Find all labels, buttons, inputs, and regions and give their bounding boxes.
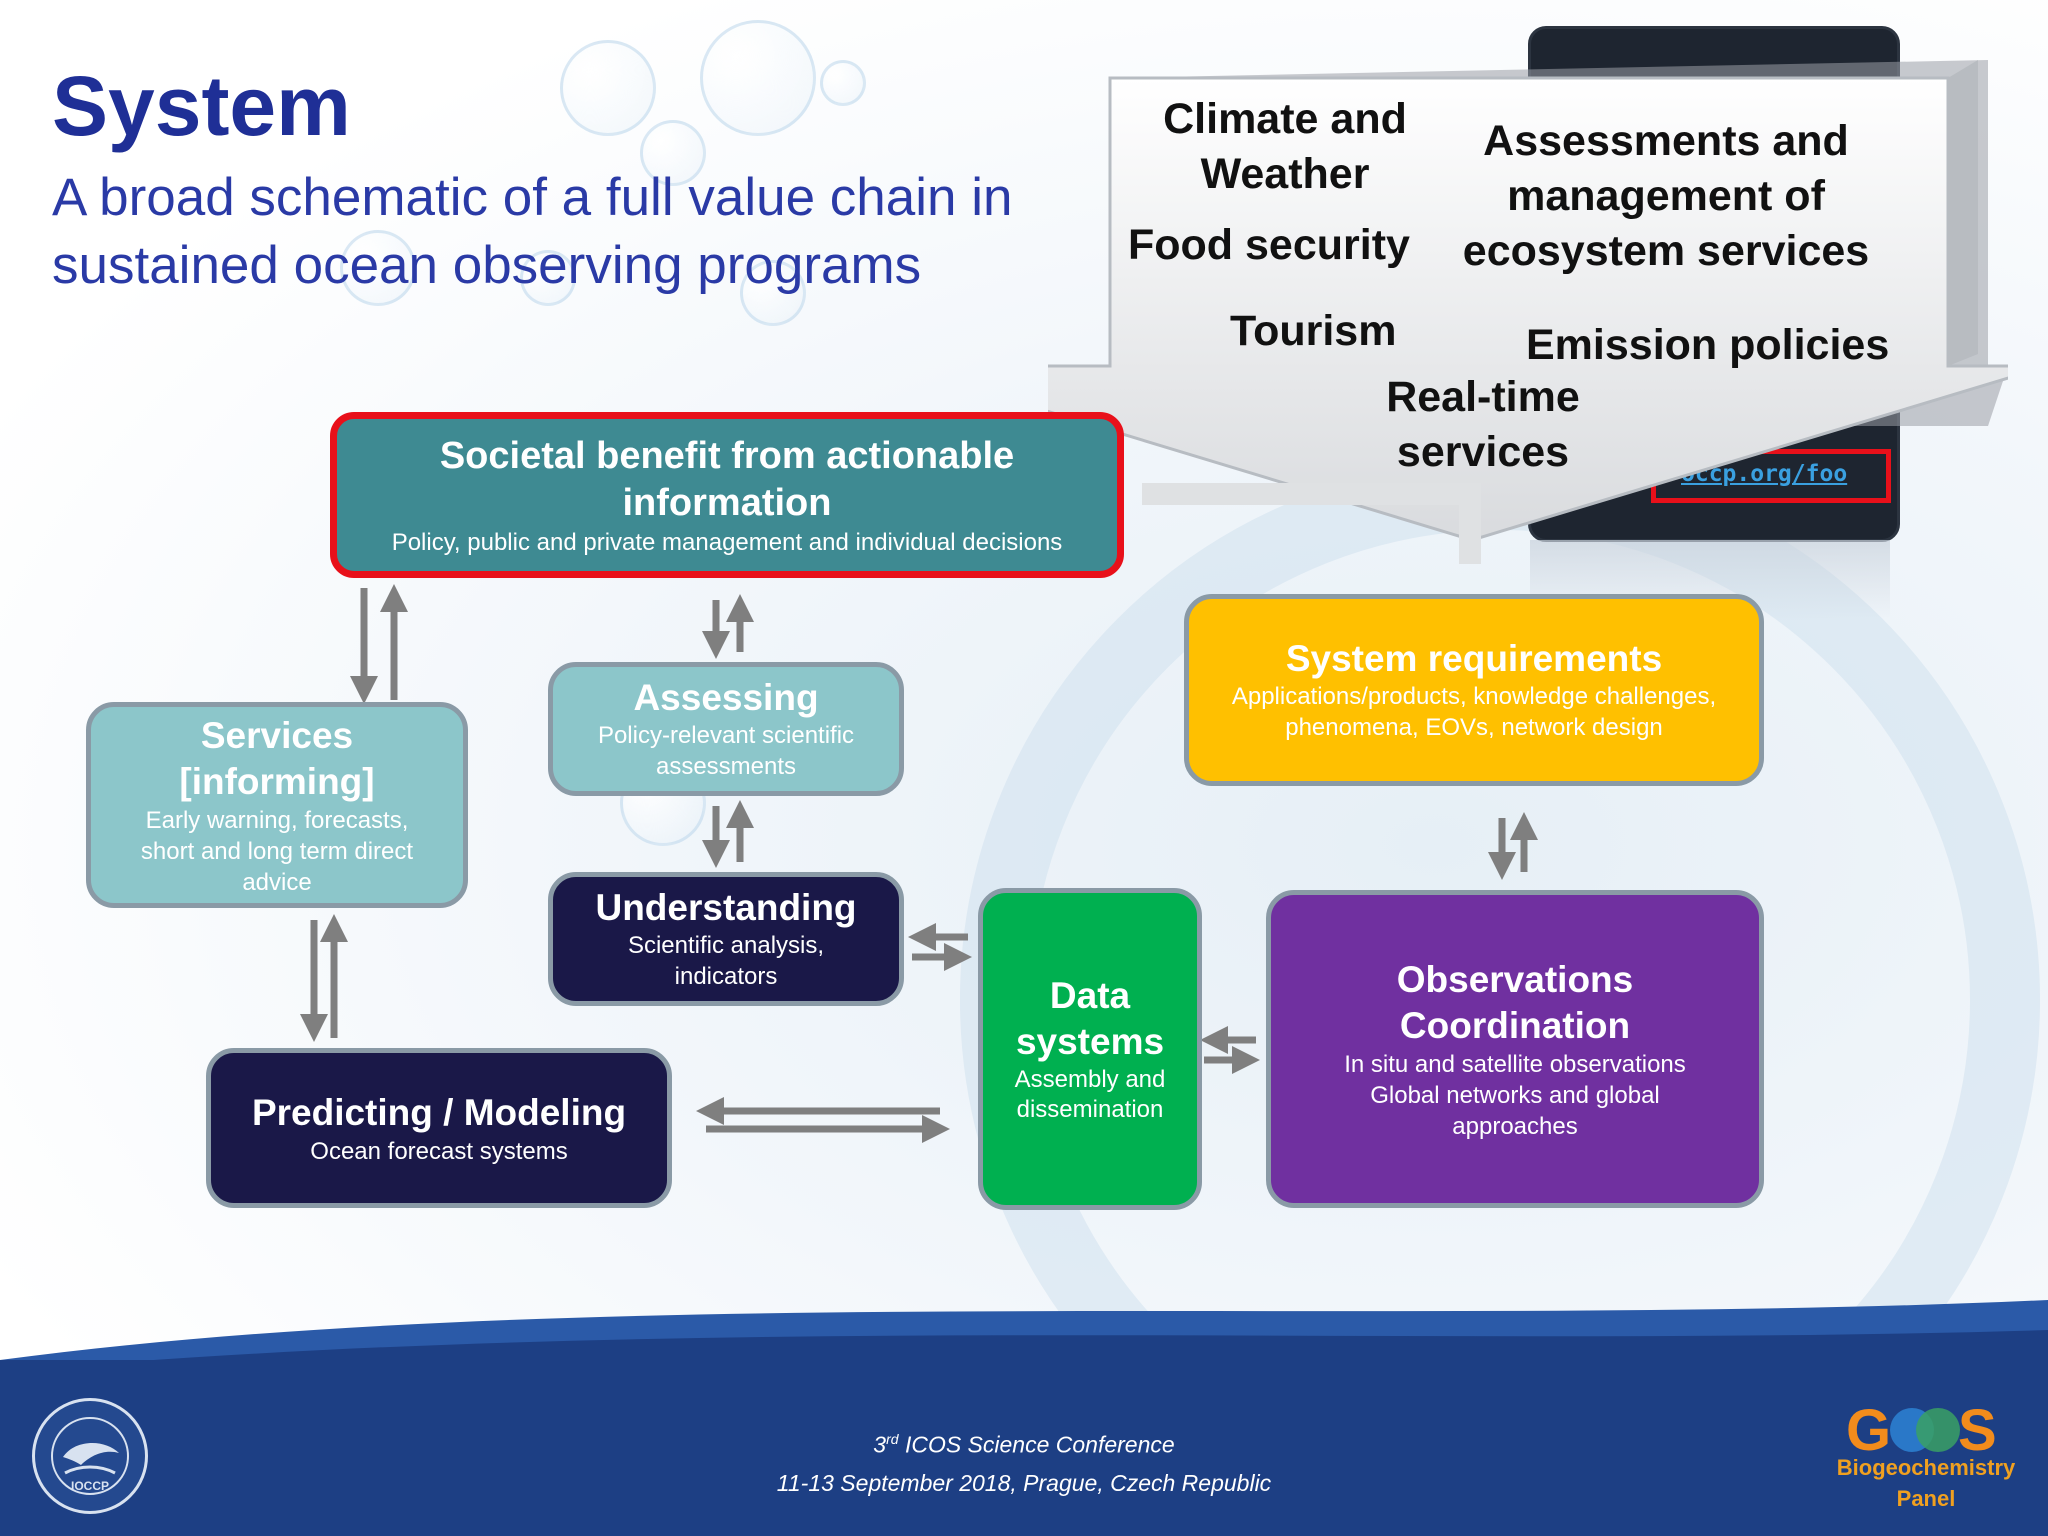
goos-logo: G S GOOS xyxy=(1846,1398,2002,1463)
assessing-title: Assessing xyxy=(633,677,819,718)
benefits-callout-arrow xyxy=(1048,60,2008,542)
understanding-subtitle: Scientific analysis, indicators xyxy=(627,932,825,990)
conference-title: 3rd ICOS Science Conference xyxy=(0,1420,2048,1464)
societal-benefit-subtitle: Policy, public and private management an… xyxy=(391,528,1063,556)
observations-title: Observations Coordination xyxy=(1396,958,1634,1046)
observations-coordination-box: Observations Coordination In situ and sa… xyxy=(1266,890,1764,1208)
slide-subtitle: A broad schematic of a full value chain … xyxy=(52,168,1013,295)
benefit-emission-policies: Emission policies xyxy=(1526,321,1890,369)
benefit-assessments: Assessments and management of ecosystem … xyxy=(1462,117,1870,275)
societal-benefit-box: Societal benefit from actionable informa… xyxy=(330,412,1124,578)
conference-name: ICOS Science Conference xyxy=(904,1431,1175,1458)
svg-text:G: G xyxy=(1846,1398,1891,1458)
conference-ordinal: 3 xyxy=(873,1431,887,1458)
slide-title: System xyxy=(52,59,351,153)
benefit-real-time-services: Real-time services xyxy=(1386,373,1580,476)
ioccp-logo: IOCCP xyxy=(32,1398,148,1514)
observations-subtitle: In situ and satellite observations Globa… xyxy=(1344,1050,1686,1140)
benefit-food-security: Food security xyxy=(1128,221,1410,269)
predicting-box: Predicting / Modeling Ocean forecast sys… xyxy=(206,1048,672,1208)
data-systems-subtitle: Assembly and dissemination xyxy=(1014,1066,1166,1123)
system-requirements-box: System requirements Applications/product… xyxy=(1184,594,1764,786)
predicting-title: Predicting / Modeling xyxy=(251,1091,627,1133)
requirements-title: System requirements xyxy=(1285,638,1663,679)
benefit-climate-weather: Climate and Weather xyxy=(1163,95,1407,198)
societal-benefit-title: Societal benefit from actionable informa… xyxy=(439,434,1015,524)
conference-ordinal-suffix: rd xyxy=(886,1431,899,1447)
data-systems-box: Data systems Assembly and dissemination xyxy=(978,888,1202,1210)
services-title: Services [informing] xyxy=(179,714,375,802)
conference-info: 3rd ICOS Science Conference 11-13 Septem… xyxy=(0,1420,2048,1502)
services-box: Services [informing] Early warning, fore… xyxy=(86,702,468,908)
assessing-box: Assessing Policy-relevant scientific ass… xyxy=(548,662,904,796)
assessing-subtitle: Policy-relevant scientific assessments xyxy=(597,722,855,780)
goos-logo-text: GOOS xyxy=(1846,1398,1847,1399)
understanding-title: Understanding xyxy=(595,887,857,928)
services-subtitle: Early warning, forecasts, short and long… xyxy=(140,806,414,896)
svg-text:S: S xyxy=(1958,1398,1997,1458)
benefit-tourism: Tourism xyxy=(1230,307,1397,355)
ioccp-logo-text: IOCCP xyxy=(70,1479,109,1493)
data-systems-title: Data systems xyxy=(1015,975,1165,1062)
biogeochemistry-panel-label: Biogeochemistry Panel xyxy=(1836,1455,2016,1511)
requirements-subtitle: Applications/products, knowledge challen… xyxy=(1231,683,1717,741)
predicting-subtitle: Ocean forecast systems xyxy=(310,1137,568,1165)
conference-dates-place: 11-13 September 2018, Prague, Czech Repu… xyxy=(776,1469,1272,1496)
understanding-box: Understanding Scientific analysis, indic… xyxy=(548,872,904,1006)
footer-bar xyxy=(0,1360,2048,1536)
